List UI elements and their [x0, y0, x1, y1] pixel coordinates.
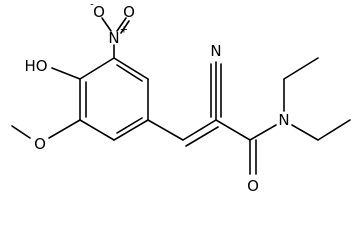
nitrile-nitrogen-label: N — [210, 42, 221, 60]
amide-group: O N — [215, 111, 290, 195]
vinyl-linkage — [147, 119, 219, 147]
nitro-oxide-oxygen-label: O — [93, 3, 105, 21]
amide-nitrogen-label: N — [278, 111, 289, 129]
chemical-structure-diagram: N + O - O HO O N O N — [11, 0, 351, 195]
carbonyl-to-amide-nitrogen-bond — [249, 124, 277, 141]
nitro-oxygen-label: O — [123, 3, 135, 21]
ring-double-bond-bottom-right — [116, 117, 143, 134]
nitro-nitrogen-label: N — [108, 29, 119, 47]
n-ethyl-lower-ch2-bond — [291, 124, 319, 141]
ring-bond-top-right — [113, 57, 149, 80]
vinyl-double-bond-outer — [182, 119, 217, 141]
vinyl-to-carbonyl-bond — [215, 119, 251, 141]
methoxy-methyl-bond — [11, 125, 31, 139]
ring-to-vinyl-bond — [147, 119, 184, 141]
nitrile-group: N — [210, 42, 222, 121]
nitro-double-bond-inner — [120, 20, 130, 34]
ring-double-bond-top-right — [116, 64, 143, 82]
n-ethyl-lower-ch3-bond — [317, 119, 351, 141]
nitro-positive-charge: + — [120, 25, 128, 36]
nitro-group: N + O - O — [90, 0, 135, 59]
hydroxyl-label: HO — [24, 57, 47, 75]
ring-bond-top-left — [79, 57, 115, 80]
nitro-negative-charge: - — [90, 0, 94, 11]
ring-to-methoxy-bond — [48, 119, 81, 139]
nitro-double-bond-outer — [116, 17, 127, 32]
ring-bond-bottom-left — [79, 119, 115, 141]
n-ethyl-upper-ch3-bond — [283, 57, 319, 80]
ring-bond-bottom-right — [113, 119, 149, 141]
carbonyl-oxygen-label: O — [247, 177, 259, 195]
benzene-ring — [79, 57, 149, 141]
ring-to-hydroxyl-bond — [51, 67, 81, 80]
nitro-single-bond — [101, 17, 112, 32]
methoxy-oxygen-label: O — [34, 135, 46, 153]
vinyl-double-bond-inner — [185, 126, 219, 147]
molecule-canvas: N + O - O HO O N O N — [11, 0, 351, 195]
ethyl-groups — [283, 57, 351, 141]
hydroxyl-group: HO — [24, 57, 81, 80]
methoxy-group: O — [11, 119, 81, 153]
